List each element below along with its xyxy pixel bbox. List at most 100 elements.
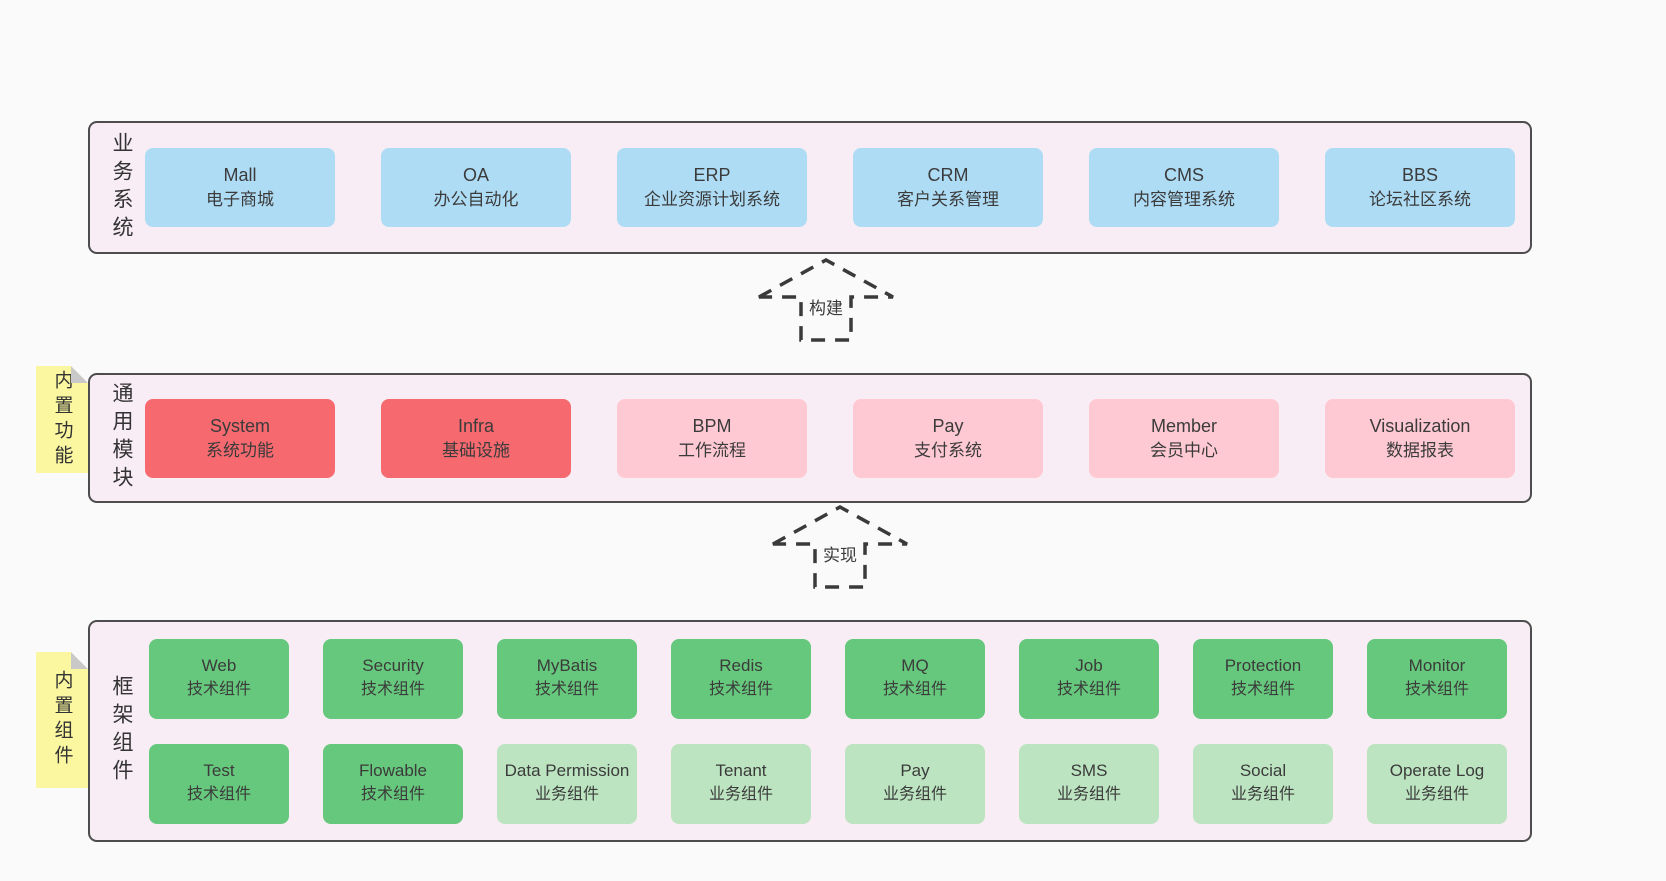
block-arrow-up-icon bbox=[772, 505, 908, 589]
box-test: Test 技术组件 bbox=[149, 743, 289, 824]
note-text: 内置组件 bbox=[51, 670, 73, 770]
box-subtitle: 业务组件 bbox=[534, 785, 599, 803]
box-mybatis: MyBatis 技术组件 bbox=[497, 638, 637, 719]
box-title: Infra bbox=[457, 415, 495, 436]
box-sms: SMS 业务组件 bbox=[1019, 743, 1159, 824]
box-title: CMS bbox=[1164, 165, 1204, 186]
band-label-common-modules: 通用模块 bbox=[110, 382, 133, 494]
box-title: Flowable bbox=[358, 761, 428, 781]
box-subtitle: 基础设施 bbox=[442, 440, 510, 460]
framework-rows: Web 技术组件 Security 技术组件 MyBatis 技术组件 Redi… bbox=[145, 638, 1507, 824]
box-tenant: Tenant 业务组件 bbox=[671, 743, 811, 824]
box-pay-component: Pay 业务组件 bbox=[845, 743, 985, 824]
box-subtitle: 电子商城 bbox=[206, 190, 274, 210]
box-subtitle: 业务组件 bbox=[708, 785, 773, 803]
box-subtitle: 业务组件 bbox=[1230, 785, 1295, 803]
box-data-permission: Data Permission 业务组件 bbox=[497, 743, 637, 824]
band-business-systems: 业务系统 Mall 电子商城 OA 办公自动化 ERP 企业资源计划系统 CRM… bbox=[88, 121, 1532, 254]
box-bpm: BPM 工作流程 bbox=[617, 398, 807, 478]
box-subtitle: 技术组件 bbox=[534, 680, 599, 698]
box-redis: Redis 技术组件 bbox=[671, 638, 811, 719]
box-subtitle: 技术组件 bbox=[708, 680, 773, 698]
arrow-implement: 实现 bbox=[770, 504, 910, 590]
box-title: Social bbox=[1239, 761, 1287, 781]
box-subtitle: 技术组件 bbox=[186, 680, 251, 698]
box-subtitle: 业务组件 bbox=[1056, 785, 1121, 803]
box-subtitle: 支付系统 bbox=[914, 440, 982, 460]
box-title: BBS bbox=[1401, 165, 1439, 186]
box-mall: Mall 电子商城 bbox=[145, 148, 335, 227]
box-pay-module: Pay 支付系统 bbox=[853, 398, 1043, 478]
box-web: Web 技术组件 bbox=[149, 638, 289, 719]
box-subtitle: 技术组件 bbox=[882, 680, 947, 698]
box-title: Data Permission bbox=[504, 761, 630, 781]
box-title: SMS bbox=[1070, 761, 1108, 781]
box-title: Redis bbox=[719, 656, 763, 676]
box-subtitle: 内容管理系统 bbox=[1133, 190, 1235, 210]
box-cms: CMS 内容管理系统 bbox=[1089, 148, 1279, 227]
box-subtitle: 企业资源计划系统 bbox=[644, 190, 780, 210]
box-title: Mall bbox=[223, 165, 257, 186]
box-subtitle: 技术组件 bbox=[360, 785, 425, 803]
box-subtitle: 技术组件 bbox=[186, 785, 251, 803]
box-job: Job 技术组件 bbox=[1019, 638, 1159, 719]
box-subtitle: 客户关系管理 bbox=[897, 190, 999, 210]
box-title: ERP bbox=[693, 165, 731, 186]
framework-row-1: Web 技术组件 Security 技术组件 MyBatis 技术组件 Redi… bbox=[149, 638, 1507, 719]
framework-row-2: Test 技术组件 Flowable 技术组件 Data Permission … bbox=[149, 743, 1507, 824]
box-title: Web bbox=[201, 656, 237, 676]
box-system: System 系统功能 bbox=[145, 398, 335, 478]
box-protection: Protection 技术组件 bbox=[1193, 638, 1333, 719]
band-label-framework-components: 框架组件 bbox=[110, 675, 133, 787]
box-oa: OA 办公自动化 bbox=[381, 148, 571, 227]
band-framework-components: 框架组件 Web 技术组件 Security 技术组件 MyBatis 技术组件… bbox=[88, 620, 1532, 842]
box-title: Security bbox=[362, 656, 424, 676]
sticky-note-built-in-components: 内置组件 bbox=[36, 652, 88, 788]
box-title: Test bbox=[203, 761, 235, 781]
sticky-note-built-in-functions: 内置功能 bbox=[36, 366, 88, 473]
band-label-business-systems: 业务系统 bbox=[110, 131, 133, 244]
box-title: Pay bbox=[932, 415, 964, 436]
box-title: Tenant bbox=[715, 761, 767, 781]
box-infra: Infra 基础设施 bbox=[381, 398, 571, 478]
folded-corner-icon bbox=[71, 366, 88, 383]
box-title: Monitor bbox=[1408, 656, 1466, 676]
box-security: Security 技术组件 bbox=[323, 638, 463, 719]
box-subtitle: 数据报表 bbox=[1386, 440, 1454, 460]
arrow-build-label: 构建 bbox=[806, 293, 846, 320]
folded-corner-icon bbox=[71, 652, 88, 669]
box-subtitle: 业务组件 bbox=[882, 785, 947, 803]
box-operate-log: Operate Log 业务组件 bbox=[1367, 743, 1507, 824]
box-subtitle: 工作流程 bbox=[678, 440, 746, 460]
box-title: BPM bbox=[692, 415, 732, 436]
box-social: Social 业务组件 bbox=[1193, 743, 1333, 824]
box-crm: CRM 客户关系管理 bbox=[853, 148, 1043, 227]
box-monitor: Monitor 技术组件 bbox=[1367, 638, 1507, 719]
box-subtitle: 技术组件 bbox=[1230, 680, 1295, 698]
box-subtitle: 技术组件 bbox=[360, 680, 425, 698]
note-text: 内置功能 bbox=[51, 369, 73, 470]
box-title: Protection bbox=[1224, 656, 1302, 676]
modules-box-row: System 系统功能 Infra 基础设施 BPM 工作流程 Pay 支付系统… bbox=[145, 398, 1515, 478]
box-title: MyBatis bbox=[536, 656, 598, 676]
arrow-implement-label: 实现 bbox=[820, 540, 860, 567]
box-flowable: Flowable 技术组件 bbox=[323, 743, 463, 824]
box-title: Job bbox=[1075, 656, 1103, 676]
box-title: MQ bbox=[901, 656, 929, 676]
box-visualization: Visualization 数据报表 bbox=[1325, 398, 1515, 478]
box-subtitle: 会员中心 bbox=[1150, 440, 1218, 460]
box-member: Member 会员中心 bbox=[1089, 398, 1279, 478]
box-subtitle: 论坛社区系统 bbox=[1369, 190, 1471, 210]
block-arrow-up-icon bbox=[758, 258, 894, 342]
box-subtitle: 技术组件 bbox=[1404, 680, 1469, 698]
box-mq: MQ 技术组件 bbox=[845, 638, 985, 719]
box-subtitle: 业务组件 bbox=[1404, 785, 1469, 803]
box-subtitle: 系统功能 bbox=[206, 440, 274, 460]
box-subtitle: 技术组件 bbox=[1056, 680, 1121, 698]
box-subtitle: 办公自动化 bbox=[433, 190, 519, 210]
box-title: System bbox=[209, 415, 270, 436]
box-erp: ERP 企业资源计划系统 bbox=[617, 148, 807, 227]
arrow-build: 构建 bbox=[756, 257, 896, 343]
box-title: Visualization bbox=[1369, 415, 1471, 436]
